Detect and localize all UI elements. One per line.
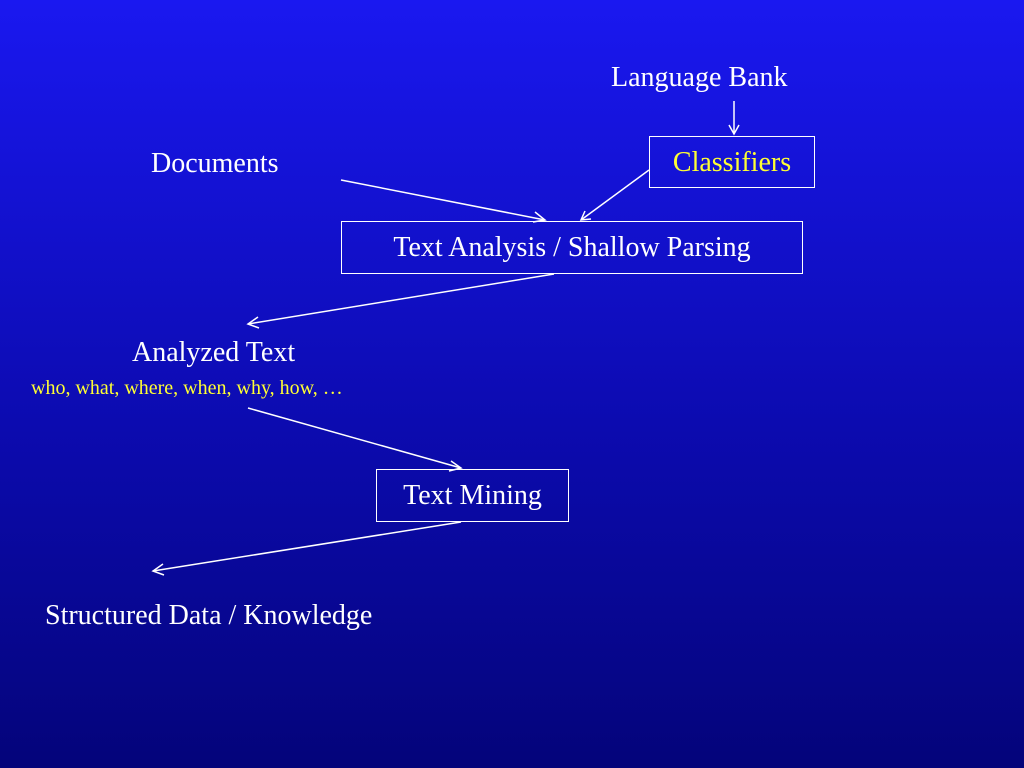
language-bank-label: Language Bank (611, 62, 788, 93)
text-mining-box: Text Mining (376, 469, 569, 522)
analyzed-text-subtitle: who, what, where, when, why, how, … (31, 377, 343, 399)
analyzed-text-label: Analyzed Text (132, 337, 296, 368)
arrow-text-analysis-to-analyzed-text (246, 273, 555, 329)
arrow-documents-to-text-analysis (340, 179, 547, 223)
arrow-analyzed-text-to-text-mining (247, 407, 463, 472)
text-analysis-box: Text Analysis / Shallow Parsing (341, 221, 803, 274)
documents-label: Documents (151, 148, 279, 179)
classifiers-box: Classifiers (649, 136, 815, 188)
arrow-classifiers-to-text-analysis (579, 169, 650, 221)
arrow-text-mining-to-structured-data (151, 521, 462, 576)
arrow-language-bank-to-classifiers (728, 101, 740, 136)
structured-data-label: Structured Data / Knowledge (45, 600, 373, 631)
